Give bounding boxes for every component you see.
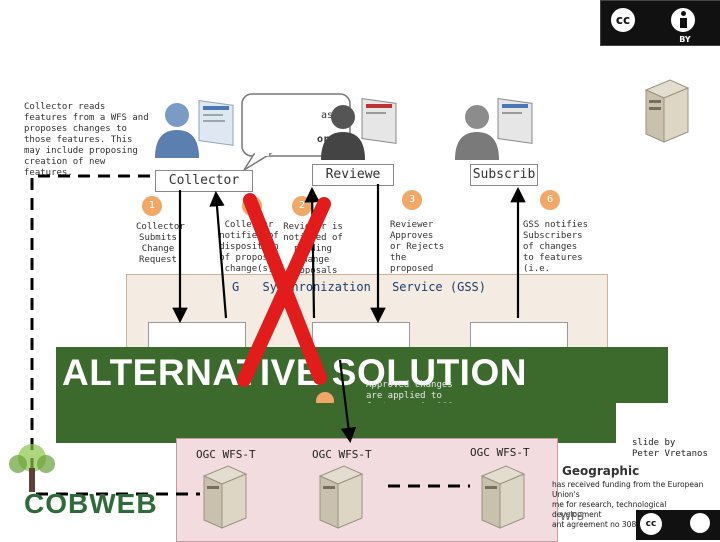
credit-line2: Peter Vretanos [632, 449, 708, 459]
collector-role-label: Collector [155, 170, 253, 192]
eu-line1: has received funding from the European U… [552, 480, 704, 499]
collector-screen-icon [198, 99, 234, 146]
eu-line3: ant agreement no 308513. [552, 520, 653, 529]
collector-reads-caption: Collector reads features from a WFS and … [24, 102, 149, 178]
server-icon-wfs-right [480, 465, 526, 529]
cobweb-tree-icon [9, 444, 55, 492]
reviewer-screen-icon [361, 97, 397, 144]
footer-geographic: Geographic [562, 464, 640, 478]
step1-caption: Collector Submits Change Request [136, 222, 185, 265]
step-number-6: 6 [540, 190, 560, 210]
attribution-icon-bottom [690, 513, 710, 533]
cc-icon-bottom: cc [640, 513, 662, 535]
reviewer-person-icon [321, 105, 365, 160]
reviewer-role-label: Reviewe [312, 164, 394, 186]
attribution-icon [669, 6, 697, 34]
subscriber-role-label: Subscrib [470, 164, 538, 186]
gss-title-mid: Synchronization [262, 280, 371, 294]
by-label: BY [679, 35, 691, 44]
step-number-3: 3 [402, 190, 422, 210]
wfs-label-left: OGC WFS-T [196, 448, 256, 461]
credit-line1: slide by [632, 438, 676, 448]
wfs-label-right: OGC WFS-T [470, 446, 530, 459]
server-icon-top [644, 79, 690, 143]
cc-icon: cc [609, 6, 637, 34]
cobweb-brand: COBWEB [24, 488, 158, 519]
lower-panel [56, 403, 616, 443]
footer-wfs: WFS [560, 510, 584, 523]
step-number-2: 2 [292, 196, 312, 216]
step5-caption: Collector notified of disposition of pro… [219, 220, 279, 274]
eu-line2: me for research, technological developme… [552, 500, 667, 519]
slide-credit: slide by Peter Vretanos [632, 438, 712, 460]
subscriber-screen-icon [497, 97, 533, 144]
gss-title-left: G [232, 280, 240, 294]
step-number-5: 5 [242, 196, 262, 216]
server-icon-wfs-left [202, 465, 248, 529]
collector-person-icon [155, 103, 199, 158]
gss-title: G Synchronization Service (GSS) [232, 280, 486, 294]
server-icon-wfs-mid [318, 465, 364, 529]
footer-eu-text: has received funding from the European U… [552, 480, 718, 530]
cc-by-license-badge: cc BY [600, 0, 720, 46]
gss-title-right: Service (GSS) [392, 280, 486, 294]
step2-caption: Reviewer is notified of pending Change p… [283, 222, 343, 276]
wfs-label-mid: OGC WFS-T [312, 448, 372, 461]
cc-by-badge-bottom: cc [636, 510, 720, 540]
step-number-1: 1 [142, 196, 162, 216]
subscriber-person-icon [455, 105, 499, 160]
bubble-text-mid: or [317, 134, 330, 145]
